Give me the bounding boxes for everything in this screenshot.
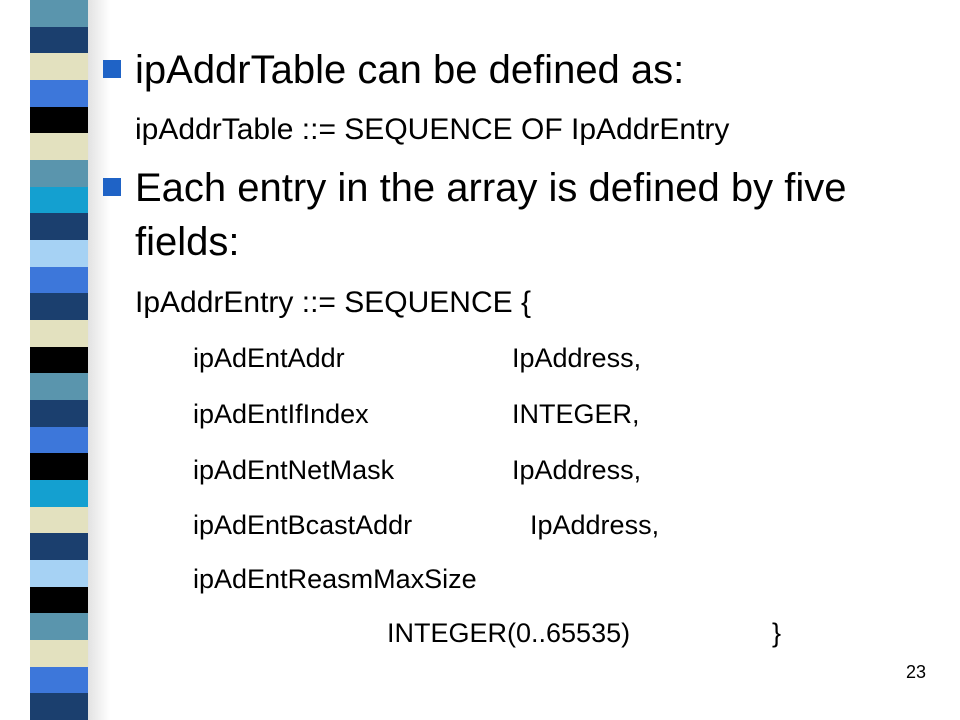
stripe-segment [30, 266, 88, 294]
field-type: IpAddress, [530, 510, 660, 540]
stripe-segment [30, 560, 88, 587]
field-name: ipAdEntNetMask [193, 455, 395, 485]
stripe-segment [30, 80, 88, 107]
last-field-type: INTEGER(0..65535) [387, 618, 631, 648]
stripe-segment [30, 186, 88, 214]
stripe-segment [30, 240, 88, 267]
stripe-segment [30, 213, 88, 241]
stripe-segment [30, 106, 88, 134]
slide-number: 23 [905, 662, 926, 682]
stripe-segment [30, 506, 88, 534]
field-name: ipAdEntBcastAddr [193, 510, 413, 540]
stripe-segment [30, 53, 88, 81]
stripe-shadow [88, 0, 110, 720]
decorative-stripe-bar [30, 0, 88, 720]
closing-brace: } [772, 618, 782, 648]
stripe-segment [30, 666, 88, 694]
field-type: IpAddress, [512, 343, 642, 373]
stripe-segment [30, 426, 88, 454]
bullet-text-1: ipAddrTable can be defined as: [135, 48, 685, 92]
bullet-square-icon [103, 178, 121, 196]
stripe-segment [30, 640, 88, 667]
field-name: ipAdEntAddr [193, 343, 345, 373]
stripe-segment [30, 133, 88, 161]
stripe-segment [30, 453, 88, 481]
stripe-segment [30, 533, 88, 561]
field-type: INTEGER, [512, 399, 640, 429]
entry-header: IpAddrEntry ::= SEQUENCE { [135, 286, 531, 319]
field-type: IpAddress, [512, 455, 642, 485]
stripe-segment [30, 586, 88, 614]
stripe-segment [30, 320, 88, 347]
stripe-segment [30, 373, 88, 401]
stripe-segment [30, 613, 88, 641]
stripe-segment [30, 346, 88, 374]
stripe-segment [30, 293, 88, 321]
stripe-segment [30, 26, 88, 54]
field-name: ipAdEntIfIndex [193, 399, 369, 429]
bullet-text-2: Each entry in the array is defined by fi… [135, 166, 847, 210]
stripe-segment [30, 0, 88, 27]
stripe-segment [30, 400, 88, 427]
stripe-segment [30, 160, 88, 187]
table-definition: ipAddrTable ::= SEQUENCE OF IpAddrEntry [135, 113, 730, 146]
stripe-segment [30, 480, 88, 507]
bullet-text-2-continued: fields: [135, 220, 240, 264]
bullet-square-icon [103, 60, 121, 78]
field-name: ipAdEntReasmMaxSize [193, 564, 477, 594]
stripe-segment [30, 693, 88, 720]
